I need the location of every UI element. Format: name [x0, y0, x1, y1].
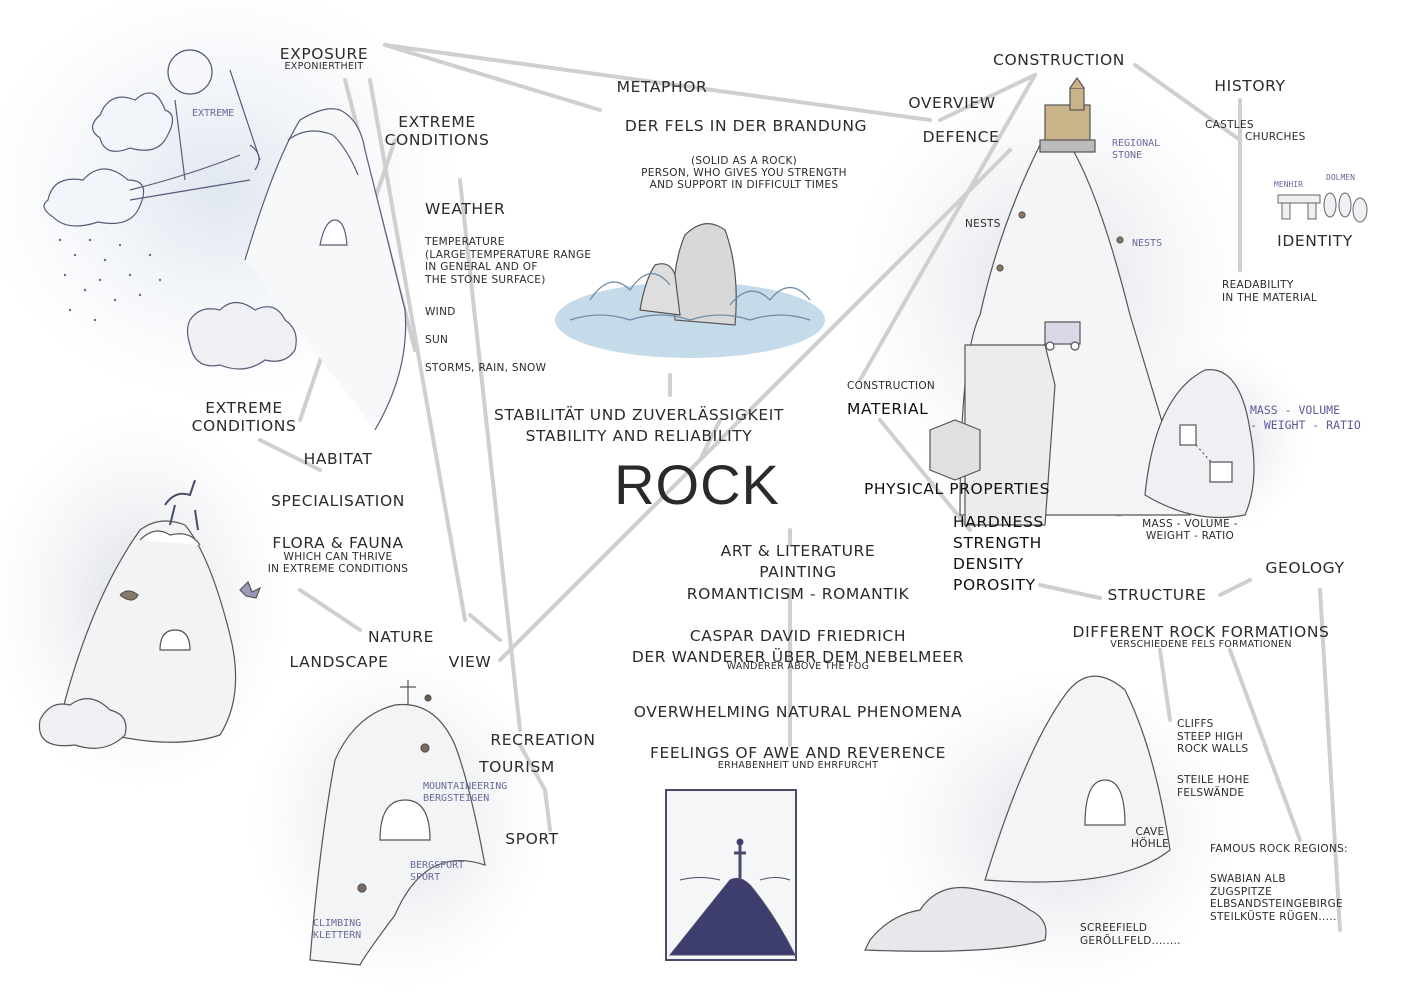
defence-label: DEFENCE	[922, 128, 1000, 146]
famous-regions-label: FAMOUS ROCK REGIONS:	[1210, 843, 1348, 855]
regions-list: SWABIAN ALB ZUGSPITZE ELBSANDSTEINGEBIRG…	[1210, 873, 1343, 923]
nature-label: NATURE	[368, 628, 434, 646]
recreation-label: RECREATION	[490, 731, 596, 749]
hand-bergsport: BERGSPORT SPORT	[410, 860, 465, 883]
formations-sub: VERSCHIEDENE FELS FORMATIONEN	[1110, 639, 1292, 650]
history-label: HISTORY	[1214, 77, 1286, 95]
castle-mountain-sketch	[929, 76, 1191, 526]
history-churches: CHURCHES	[1245, 131, 1306, 143]
cave-label: CAVE HÖHLE	[1130, 826, 1170, 851]
identity-label: IDENTITY	[1277, 232, 1353, 250]
weather-storms: STORMS, RAIN, SNOW	[425, 362, 547, 374]
central-title: ROCK	[614, 453, 780, 516]
flora-fauna-label: FLORA & FAUNA	[272, 534, 404, 552]
rain-dots	[58, 238, 162, 322]
steile-label: STEILE HOHE FELSWÄNDE	[1177, 774, 1250, 799]
sport-label: SPORT	[505, 830, 559, 848]
hand-extreme: EXTREME	[192, 108, 235, 119]
physical-properties-label: PHYSICAL PROPERTIES	[863, 480, 1051, 498]
habitat-mountain-sketch	[38, 479, 262, 749]
structure-label: STRUCTURE	[1107, 586, 1207, 604]
metaphor-phrase: DER FELS IN DER BRANDUNG	[624, 117, 868, 135]
cliffs-label: CLIFFS STEEP HIGH ROCK WALLS	[1177, 718, 1249, 756]
weather-sun: SUN	[425, 334, 449, 346]
weather-label: WEATHER	[425, 200, 506, 218]
menhir-dolmen-sketch	[1277, 192, 1368, 223]
hand-mountaineering: MOUNTAINEERING BERGSTEIGEN	[423, 781, 508, 804]
exposure-label: EXPOSURE	[279, 45, 369, 63]
view-label: VIEW	[448, 653, 492, 671]
hand-mass-volume: MASS - VOLUME - WEIGHT - RATIO	[1250, 403, 1361, 432]
mass-volume-sketch	[1144, 369, 1255, 519]
specialisation-label: SPECIALISATION	[271, 492, 405, 510]
formations-label: DIFFERENT ROCK FORMATIONS	[1072, 623, 1330, 641]
material-pre: CONSTRUCTION	[847, 380, 936, 392]
nests-label-2: NESTS	[1132, 238, 1163, 249]
hand-dolmen: DOLMEN	[1326, 173, 1355, 182]
material-label: MATERIAL	[847, 400, 929, 418]
properties-list: HARDNESS STRENGTH DENSITY POROSITY	[953, 513, 1044, 594]
landscape-label: LANDSCAPE	[289, 653, 389, 671]
tourism-label: TOURISM	[479, 758, 555, 776]
sport-mountain-sketch	[309, 680, 486, 966]
metaphor-label: METAPHOR	[616, 78, 708, 96]
flora-fauna-sub: WHICH CAN THRIVE IN EXTREME CONDITIONS	[267, 551, 409, 576]
readability-label: READABILITY IN THE MATERIAL	[1222, 279, 1317, 304]
extreme-conditions-left: EXTREME CONDITIONS	[191, 399, 297, 435]
mass-volume-label: MASS - VOLUME - WEIGHT - RATIO	[1142, 518, 1238, 543]
overview-label: OVERVIEW	[908, 94, 996, 112]
formations-sketch	[864, 675, 1171, 952]
caspar-label: CASPAR DAVID FRIEDRICH DER WANDERER ÜBER…	[631, 627, 965, 666]
nests-label-1: NESTS	[965, 218, 1001, 230]
hand-regional-stone: REGIONAL STONE	[1112, 138, 1161, 161]
construction-label: CONSTRUCTION	[993, 51, 1125, 69]
history-castles: CASTLES	[1205, 119, 1254, 131]
feelings-label: FEELINGS OF AWE AND REVERENCE	[649, 744, 947, 762]
overwhelming-label: OVERWHELMING NATURAL PHENOMENA	[633, 703, 963, 721]
feelings-sub: ERHABENHEIT UND EHRFURCHT	[717, 760, 879, 771]
painting-sketch	[665, 789, 797, 961]
weather-sketch	[43, 49, 407, 431]
metaphor-description: (SOLID AS A ROCK) PERSON, WHO GIVES YOU …	[641, 155, 847, 192]
habitat-label: HABITAT	[303, 450, 373, 468]
art-literature-label: ART & LITERATURE PAINTING ROMANTICISM - …	[686, 542, 910, 603]
geology-label: GEOLOGY	[1265, 559, 1345, 577]
stability-label: STABILITÄT UND ZUVERLÄSSIGKEIT STABILITY…	[494, 406, 784, 445]
weather-temperature: TEMPERATURE (LARGE TEMPERATURE RANGE IN …	[425, 236, 592, 286]
caspar-sub: WANDERER ABOVE THE FOG	[726, 661, 870, 672]
exposure-sub: EXPONIERTHEIT	[284, 61, 364, 72]
screefield-label: SCREEFIELD GERÖLLFELD........	[1080, 922, 1181, 947]
hand-climbing: CLIMBING KLETTERN	[313, 918, 362, 941]
hand-menhir: MENHIR	[1274, 180, 1303, 189]
metaphor-sketch	[555, 223, 825, 358]
extreme-conditions-top: EXTREME CONDITIONS	[384, 113, 490, 149]
weather-wind: WIND	[425, 306, 456, 318]
